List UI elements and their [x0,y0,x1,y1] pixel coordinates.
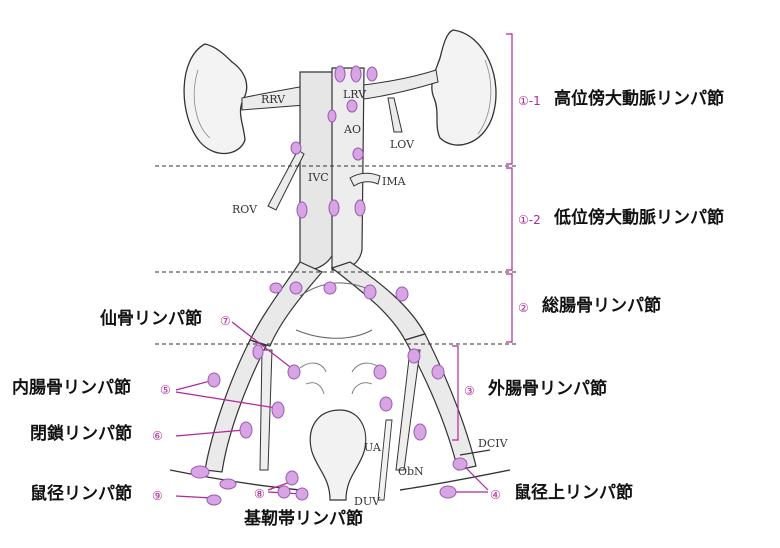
internal-iliac-label: 内腸骨リンパ節 [12,378,131,398]
label-obn: ObN [398,465,424,478]
region-2-num: ② [518,301,529,315]
obturator-label: 閉鎖リンパ節 [30,424,132,444]
left-internal-iliac [395,349,421,471]
right-external-iliac [204,339,267,473]
obturator-num: ⑥ [152,429,163,443]
region-3-num: ③ [464,384,475,398]
label-rrv: RRV [261,93,286,106]
inguinal-num: ⑨ [152,489,163,503]
label-ao: AO [344,123,361,136]
region-4-num: ④ [490,488,501,502]
uterus [309,409,367,501]
region-brackets [452,33,513,441]
label-dciv: DCIV [478,437,508,450]
internal-iliac-num: ⑤ [160,383,171,397]
label-ua: UA [364,441,381,454]
obturator-nerve [377,419,393,501]
sacral-label: 仙骨リンパ節 [100,309,202,329]
label-ivc: IVC [308,171,329,184]
right-internal-iliac [259,349,273,471]
right-ovarian-vein [267,149,305,211]
lymph-nodes [190,65,468,506]
left-ovarian-vein [387,97,403,133]
cardinal-num: ⑧ [254,487,265,501]
ima-vessel [349,172,381,187]
region-1-2-label: 低位傍大動脈リンパ節 [554,208,724,228]
region-2-label: 総腸骨リンパ節 [542,296,661,316]
label-rov: ROV [232,203,258,216]
region-1-1-num: ①-1 [518,94,541,108]
dciv-vessel [459,449,491,456]
left-common-iliac [330,261,426,341]
left-inguinal-ligament [399,469,511,491]
left-kidney [431,29,497,146]
label-lrv: LRV [343,88,367,101]
region-4-label: 鼠径上リンパ節 [514,483,633,503]
sacral-num: ⑦ [220,314,231,328]
label-ima: IMA [382,175,406,188]
inguinal-label: 鼠径リンパ節 [30,484,132,504]
region-1-1-label: 高位傍大動脈リンパ節 [554,89,724,109]
label-duv: DUV [354,495,381,508]
label-lov: LOV [390,138,415,151]
cardinal-label: 基靭帯リンパ節 [244,509,363,529]
right-common-iliac [249,261,323,347]
right-kidney [183,43,248,155]
region-3-label: 外腸骨リンパ節 [488,379,607,399]
region-1-2-num: ①-2 [518,213,541,227]
